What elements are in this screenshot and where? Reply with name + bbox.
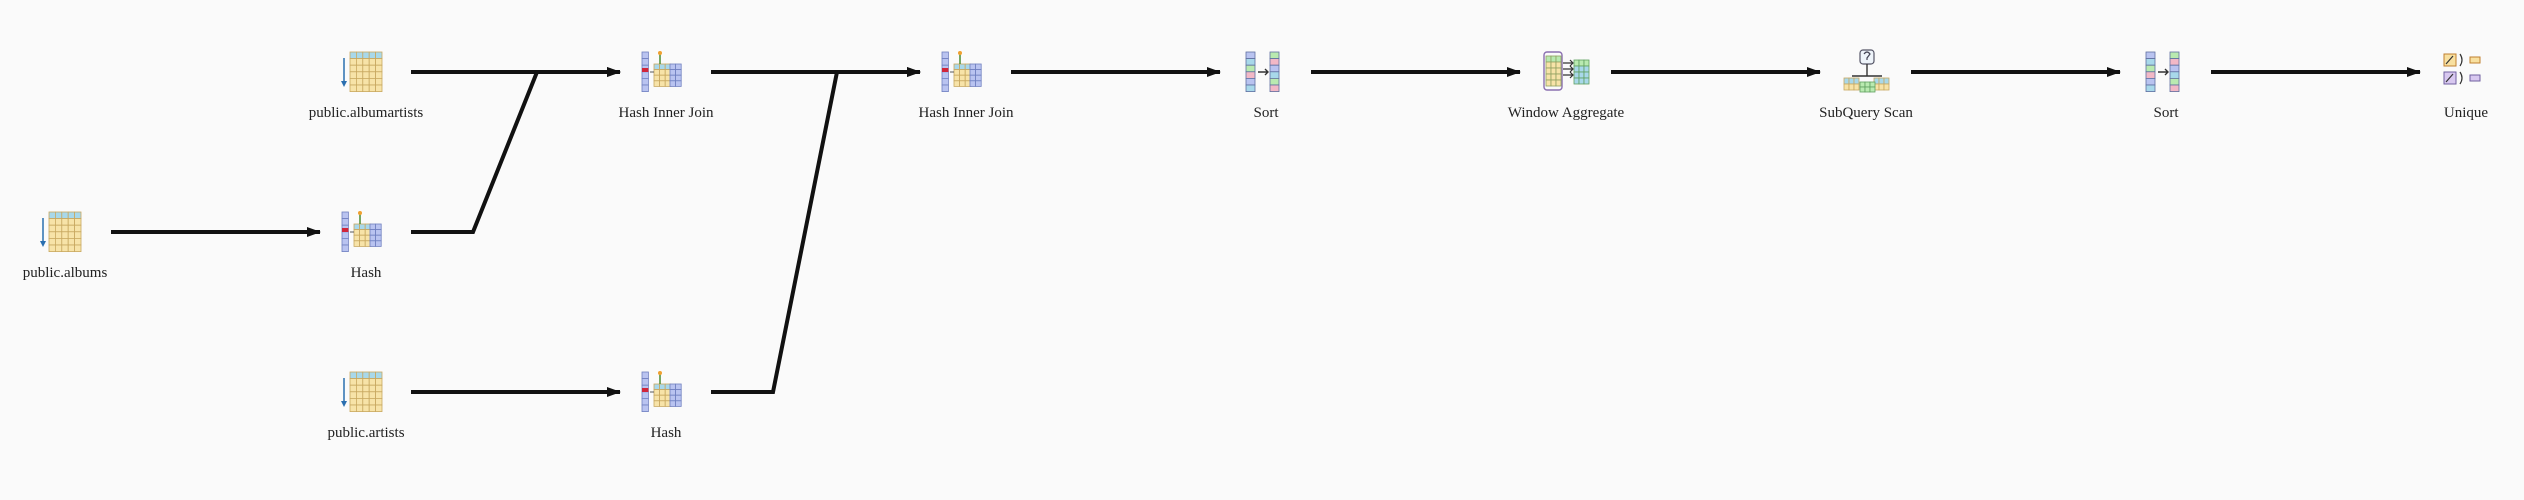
edge-hash_albums-to-join_1	[411, 67, 621, 234]
node-label-sort-2: Sort	[2153, 105, 2179, 121]
node-label-window-agg: Window Aggregate	[1507, 105, 1625, 121]
unique-icon[interactable]	[2443, 53, 2481, 85]
table-scan-icon[interactable]	[341, 51, 383, 92]
icons-layer	[40, 49, 2481, 412]
sort-icon[interactable]	[1245, 51, 1280, 92]
node-label-subquery: SubQuery Scan	[1819, 105, 1913, 121]
edges-layer	[111, 67, 2421, 397]
node-label-hash-albums: Hash	[350, 265, 382, 281]
hash-icon[interactable]	[341, 211, 382, 252]
node-label-sort-1: Sort	[1253, 105, 1279, 121]
hash-icon[interactable]	[641, 371, 682, 412]
node-label-scan-albumartists: public.albumartists	[308, 105, 424, 121]
sort-icon[interactable]	[2145, 51, 2180, 92]
node-label-join-2: Hash Inner Join	[918, 105, 1014, 121]
edge-hash_artists-to-join_2	[711, 67, 921, 394]
hash-join-icon[interactable]	[641, 51, 682, 92]
table-scan-icon[interactable]	[40, 211, 82, 252]
subquery-scan-icon[interactable]	[1843, 49, 1890, 93]
table-scan-icon[interactable]	[341, 371, 383, 412]
node-label-unique: Unique	[2443, 105, 2489, 121]
node-label-join-1: Hash Inner Join	[618, 105, 714, 121]
window-aggregate-icon[interactable]	[1543, 51, 1590, 91]
node-label-hash-artists: Hash	[650, 425, 682, 441]
node-label-scan-albums: public.albums	[22, 265, 108, 281]
hash-join-icon[interactable]	[941, 51, 982, 92]
node-label-scan-artists: public.artists	[327, 425, 405, 441]
